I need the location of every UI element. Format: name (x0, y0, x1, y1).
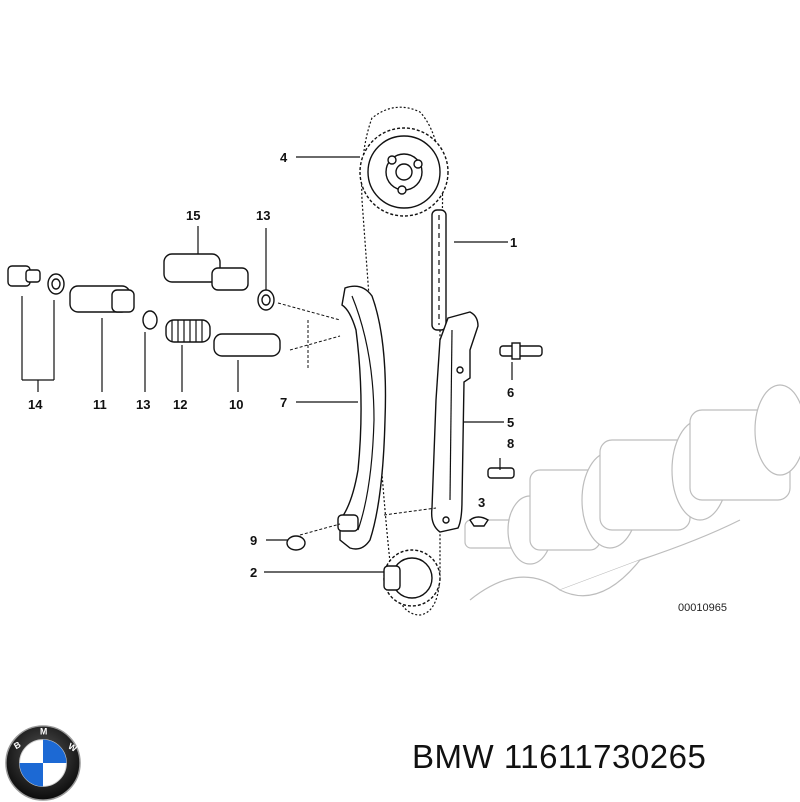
callout-3: 3 (478, 495, 485, 510)
timing-chain (361, 106, 447, 616)
callout-9: 9 (250, 533, 257, 548)
camshaft-sprocket (359, 127, 449, 217)
crankshaft-sprocket (383, 549, 441, 607)
callout-13-bottom: 13 (136, 397, 150, 412)
pin-8 (487, 467, 515, 479)
document-number: 00010965 (678, 602, 727, 614)
callout-10: 10 (229, 397, 243, 412)
callout-15: 15 (186, 208, 200, 223)
callout-6: 6 (507, 385, 514, 400)
callout-14: 14 (28, 397, 43, 412)
woodruff-key (469, 516, 489, 527)
callout-8: 8 (507, 436, 514, 451)
callout-13-top: 13 (256, 208, 270, 223)
leader-lines (21, 156, 513, 573)
o-ring-9 (286, 535, 306, 551)
callout-4: 4 (280, 150, 288, 165)
callouts: 4 1 15 13 14 11 13 12 10 7 6 5 8 3 9 2 0… (28, 150, 727, 614)
tensioner-rail (337, 285, 387, 550)
svg-text:B: B (12, 739, 22, 751)
bmw-roundel-icon: B M W (5, 725, 81, 801)
pin-6 (499, 342, 543, 360)
callout-11: 11 (93, 397, 107, 412)
tensioner-parts (7, 253, 281, 357)
callout-12: 12 (173, 397, 187, 412)
callout-7: 7 (280, 395, 287, 410)
crankshaft-outline (464, 384, 800, 601)
part-caption: BMW 11611730265 (412, 738, 707, 775)
callout-2: 2 (250, 565, 257, 580)
guide-rail (430, 311, 479, 533)
callout-1: 1 (510, 235, 517, 250)
svg-text:M: M (40, 727, 47, 737)
callout-5: 5 (507, 415, 514, 430)
